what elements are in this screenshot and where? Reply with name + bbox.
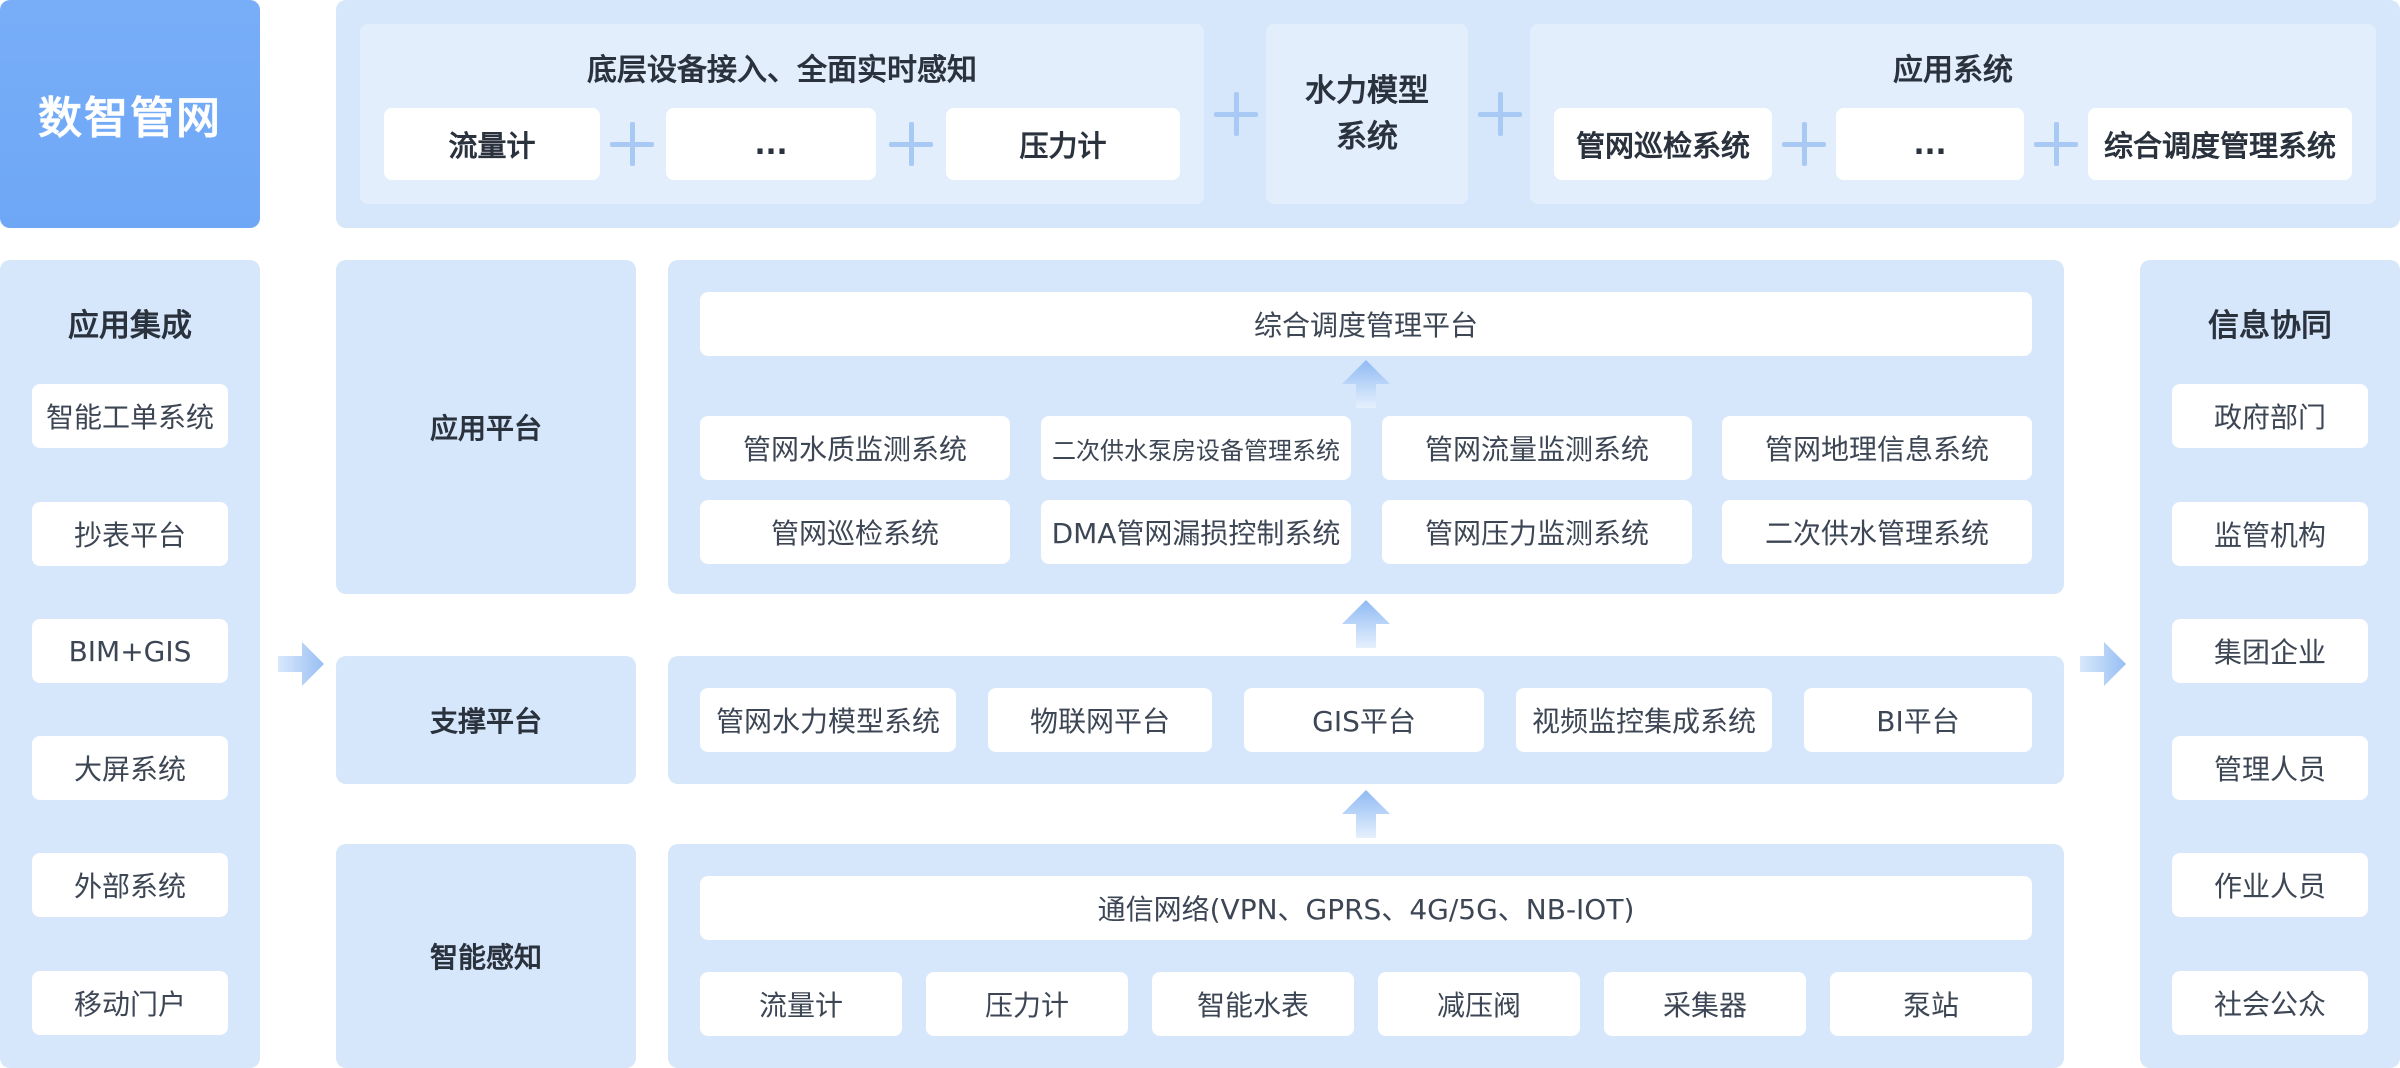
top-sensing-item: 流量计 [384, 108, 600, 180]
right-column-item: 监管机构 [2172, 502, 2368, 566]
sensing-device-item: 流量计 [700, 972, 902, 1036]
support-label-panel [336, 656, 636, 784]
top-hydraulic-title: 水力模型 系统 [1305, 73, 1429, 155]
top-apps-item: ... [1836, 108, 2024, 180]
plus-icon [1214, 92, 1258, 136]
sensing-label-panel [336, 844, 636, 1068]
support-item: 管网水力模型系统 [700, 688, 956, 752]
arrow-up-icon [1342, 600, 1390, 648]
sensing-network-item: 通信网络(VPN、GPRS、4G/5G、NB-IOT) [700, 876, 2032, 940]
arrow-right-icon [2080, 642, 2126, 686]
left-column-item: 外部系统 [32, 853, 228, 917]
application-system-item: 管网水质监测系统 [700, 416, 1010, 480]
top-apps-title: 应用系统 [1893, 53, 2013, 88]
right-column-item: 管理人员 [2172, 736, 2368, 800]
sensing-device-item: 减压阀 [1378, 972, 1580, 1036]
plus-icon [610, 122, 654, 166]
application-system-item: 二次供水泵房设备管理系统 [1041, 416, 1351, 480]
support-item: GIS平台 [1244, 688, 1484, 752]
left-column-item: BIM+GIS [32, 619, 228, 683]
right-column-item: 社会公众 [2172, 971, 2368, 1035]
application-label-panel [336, 260, 636, 594]
sensing-device-item: 智能水表 [1152, 972, 1354, 1036]
plus-icon [1782, 122, 1826, 166]
plus-icon [2034, 122, 2078, 166]
support-label: 支撑平台 [429, 705, 542, 738]
top-sensing-item: ... [666, 108, 876, 180]
top-hydraulic-group [1266, 24, 1468, 204]
plus-icon [889, 122, 933, 166]
left-column-title: 应用集成 [68, 307, 192, 344]
application-label: 应用平台 [429, 412, 542, 445]
support-item: BI平台 [1804, 688, 2032, 752]
application-system-item: 管网地理信息系统 [1722, 416, 2032, 480]
sensing-device-item: 压力计 [926, 972, 1128, 1036]
application-system-item: 管网压力监测系统 [1382, 500, 1692, 564]
right-column-title: 信息协同 [2208, 307, 2332, 344]
left-column-item: 大屏系统 [32, 736, 228, 800]
right-column-item: 作业人员 [2172, 853, 2368, 917]
brand-title: 数智管网 [0, 0, 260, 228]
sensing-device-item: 采集器 [1604, 972, 1806, 1036]
application-system-item: 管网巡检系统 [700, 500, 1010, 564]
arrow-up-icon [1342, 360, 1390, 408]
application-system-item: 二次供水管理系统 [1722, 500, 2032, 564]
top-sensing-item: 压力计 [946, 108, 1180, 180]
application-system-item: 管网流量监测系统 [1382, 416, 1692, 480]
sensing-label: 智能感知 [429, 941, 542, 974]
top-apps-item: 管网巡检系统 [1554, 108, 1772, 180]
top-apps-item: 综合调度管理系统 [2088, 108, 2352, 180]
left-column-item: 智能工单系统 [32, 384, 228, 448]
left-column-item: 移动门户 [32, 971, 228, 1035]
top-sensing-title: 底层设备接入、全面实时感知 [587, 53, 977, 88]
right-column-item: 政府部门 [2172, 384, 2368, 448]
support-item: 视频监控集成系统 [1516, 688, 1772, 752]
support-item: 物联网平台 [988, 688, 1212, 752]
arrow-right-icon [278, 642, 324, 686]
application-top-item: 综合调度管理平台 [700, 292, 2032, 356]
plus-icon [1478, 92, 1522, 136]
sensing-device-item: 泵站 [1830, 972, 2032, 1036]
right-column-item: 集团企业 [2172, 619, 2368, 683]
left-column-item: 抄表平台 [32, 502, 228, 566]
application-system-item: DMA管网漏损控制系统 [1041, 500, 1351, 564]
arrow-up-icon [1342, 790, 1390, 838]
